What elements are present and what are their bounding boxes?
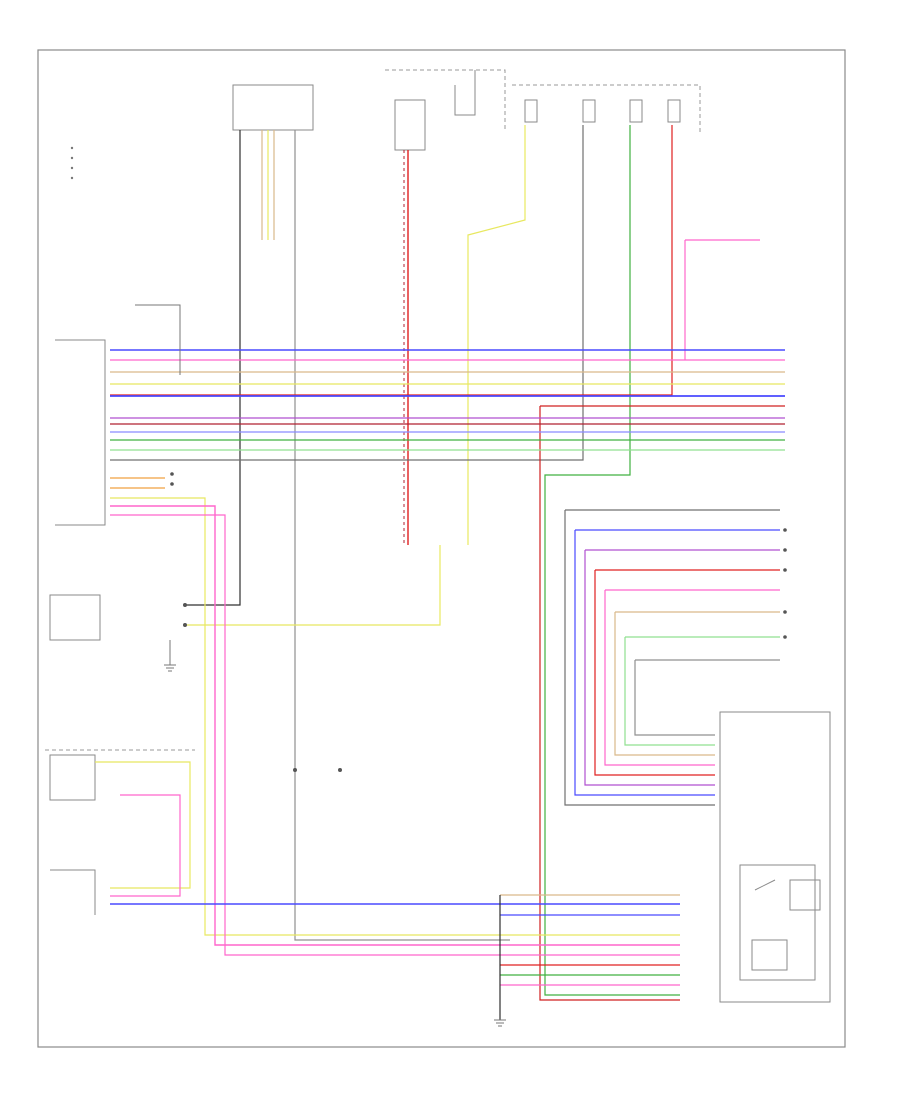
splice-rs-2 <box>783 548 787 552</box>
wire-gray-fuse <box>110 125 584 461</box>
splice-rs-4 <box>783 610 787 614</box>
wire-rs-gray-drop <box>564 510 715 806</box>
splice-points <box>170 472 787 772</box>
wire-green-fuse <box>544 125 680 996</box>
wire-gray-long <box>294 130 510 941</box>
wire-rs-lightgreen-drop <box>624 637 715 746</box>
engine-module-box <box>232 84 314 131</box>
wire-yellow-tcm <box>110 497 680 936</box>
wire-rs-blue-drop <box>574 530 715 796</box>
shift-lock-solenoid <box>751 939 788 971</box>
tcm-ground-wire <box>135 304 181 375</box>
fuse-group <box>524 99 681 123</box>
splice-rs-3 <box>783 568 787 572</box>
splice-brake-black <box>183 603 187 607</box>
wire-black-bus <box>185 130 241 606</box>
splice-brake-yellow <box>183 623 187 627</box>
wire-pink-tcm <box>110 505 680 946</box>
wire-rs-tan-drop <box>614 612 715 756</box>
ignition-switch-box <box>49 754 96 801</box>
wire-red-fuse-2 <box>110 125 673 396</box>
splice-rs-1 <box>783 528 787 532</box>
wire-harness <box>95 125 785 1020</box>
wire-rs-red-drop <box>594 570 715 776</box>
diagram-frame <box>37 49 846 1048</box>
brake-light-switch-box <box>49 594 101 641</box>
wire-ignition-pink <box>110 794 181 897</box>
splice-gray-right <box>338 768 342 772</box>
selector-contact <box>754 879 776 891</box>
fuse-1 <box>524 99 538 123</box>
wire-red-selector <box>539 406 680 1001</box>
splice-orange-2 <box>170 482 174 486</box>
wire-rs-gray-2-drop <box>634 660 715 736</box>
selector-lever-box <box>739 864 816 981</box>
splice-gray <box>293 768 297 772</box>
wire-pink-tcm-2 <box>110 514 680 956</box>
legend-dot-2 <box>70 156 74 160</box>
splice-rs-5 <box>783 635 787 639</box>
legend-dot-1 <box>70 146 74 150</box>
fuse-3 <box>629 99 643 123</box>
transmission-control-module-box <box>55 339 106 526</box>
wire-yellow-brake <box>185 545 441 626</box>
splice-orange <box>170 472 174 476</box>
wire-rs-violet-drop <box>584 550 715 786</box>
selector-ground-symbol <box>494 1019 506 1027</box>
wire-yellow-fuse <box>467 125 526 545</box>
fuse-link <box>454 70 476 116</box>
fuse-box-top-outline <box>385 69 506 130</box>
wire-rs-pink-drop <box>604 590 715 766</box>
transmission-range-sensor-box <box>719 711 831 1003</box>
wire-ignition-yellow <box>95 761 191 889</box>
fuse-2 <box>582 99 596 123</box>
legend-dot-4 <box>70 176 74 180</box>
instrument-cluster-box <box>50 869 96 915</box>
selector-switch <box>789 879 821 911</box>
fuse-4 <box>667 99 681 123</box>
legend-dot-3 <box>70 166 74 170</box>
legend <box>70 146 74 180</box>
fuse-block <box>394 99 426 151</box>
brake-ground-symbol <box>164 640 176 672</box>
